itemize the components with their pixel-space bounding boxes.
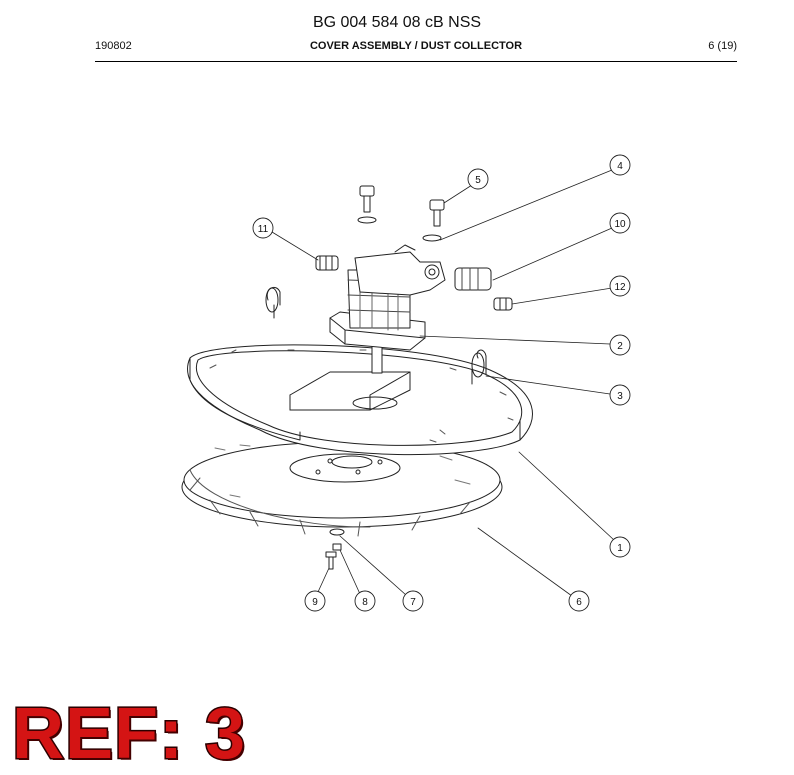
callout-6: 6 [568,590,590,612]
svg-text:10: 10 [614,219,626,230]
callout-7: 7 [402,590,424,612]
svg-text:3: 3 [617,391,623,402]
callout-1: 1 [609,536,631,558]
svg-text:9: 9 [312,597,318,608]
fan-disc [181,441,503,537]
callout-12: 12 [609,275,631,297]
callout-5: 5 [467,168,489,190]
document-number: BG 004 584 08 cB NSS [312,14,482,31]
fitting-left [315,255,339,271]
fitting-right [493,297,513,311]
cover-ring [187,344,533,456]
section-title: COVER ASSEMBLY / DUST COLLECTOR [309,40,523,52]
connector [454,267,492,291]
eye-bolts [265,286,487,385]
top-bolts [357,185,445,242]
motor-housing [329,244,446,374]
svg-text:7: 7 [410,597,416,608]
callout-9: 9 [304,590,326,612]
svg-text:5: 5 [475,175,481,186]
callout-10: 10 [609,212,631,234]
header-rule [95,61,737,62]
leader-lines [271,169,615,597]
callout-balloons: 1 2 3 4 5 6 7 8 9 10 11 12 [252,154,631,612]
svg-text:12: 12 [614,282,626,293]
reference-stamp: REF: 3 [10,693,247,775]
svg-text:6: 6 [576,597,582,608]
lower-hardware [325,528,345,570]
page-number: 6 (19) [708,40,737,52]
svg-text:2: 2 [617,341,623,352]
callout-3: 3 [609,384,631,406]
callout-11: 11 [252,217,274,239]
svg-text:8: 8 [362,597,368,608]
svg-text:4: 4 [617,161,623,172]
callout-2: 2 [609,334,631,356]
svg-text:1: 1 [617,543,623,554]
date-code: 190802 [95,40,132,52]
svg-text:11: 11 [258,224,269,235]
callout-4: 4 [609,154,631,176]
callout-8: 8 [354,590,376,612]
